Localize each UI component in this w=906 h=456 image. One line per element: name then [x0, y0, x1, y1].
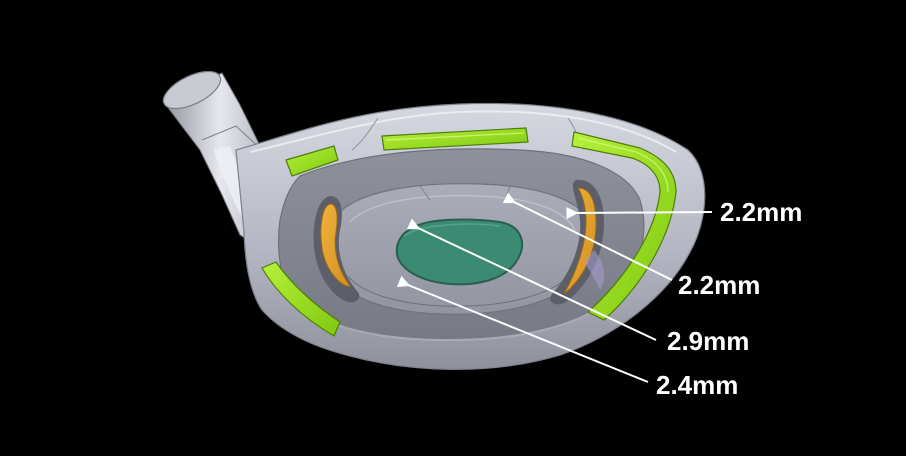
callout-label-2: 2.2mm — [678, 270, 760, 300]
leader-arrows — [396, 192, 713, 383]
callout-labels: 2.2mm 2.2mm 2.9mm 2.4mm — [656, 197, 802, 400]
rim-inserts — [261, 127, 677, 337]
callout-label-1: 2.2mm — [720, 197, 802, 227]
callout-label-4: 2.4mm — [656, 370, 738, 400]
arrow-center-pad — [406, 218, 657, 341]
arrow-upper-platform — [502, 192, 673, 281]
arrow-lower-platform — [396, 275, 649, 383]
callout-label-3: 2.9mm — [667, 326, 749, 356]
side-pocket-left — [313, 196, 360, 303]
arrow-right-pocket — [566, 207, 713, 220]
center-pad — [395, 218, 524, 286]
side-pocket-right — [550, 179, 605, 305]
